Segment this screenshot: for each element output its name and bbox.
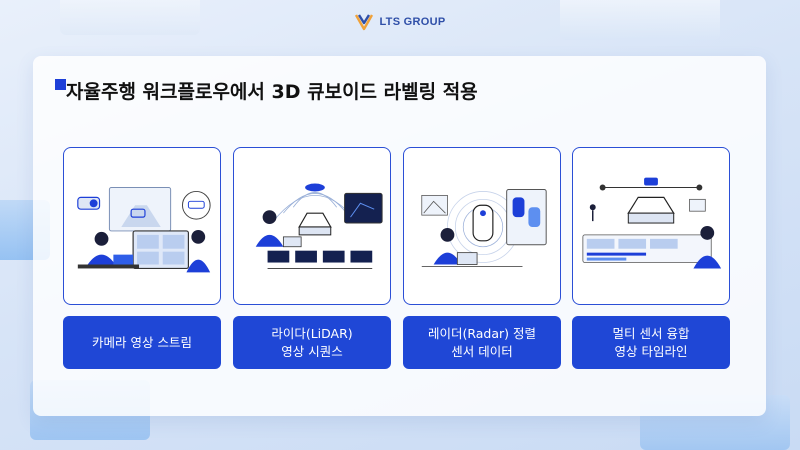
page-title: 자율주행 워크플로우에서 3D 큐보이드 라벨링 적용 — [66, 81, 478, 103]
camera-stream-illustration — [77, 187, 211, 273]
background-cube — [60, 0, 200, 35]
card-lidar-sequence — [233, 147, 391, 305]
card-camera-stream — [63, 147, 221, 305]
card-label-camera-stream: 카메라 영상 스트림 — [63, 316, 221, 369]
label-line: 레이더(Radar) 정렬 — [427, 325, 537, 341]
label-line: 카메라 영상 스트림 — [92, 334, 192, 350]
label-line: 멀티 센서 융합 — [612, 325, 690, 341]
logo-mark-icon — [355, 14, 374, 31]
card-label-radar-alignment: 레이더(Radar) 정렬 센서 데이터 — [403, 316, 561, 369]
sensor-fusion-illustration — [582, 177, 722, 269]
page-title-group: 자율주행 워크플로우에서 3D 큐보이드 라벨링 적용 — [55, 77, 478, 105]
brand-name: LTS GROUP — [379, 16, 446, 28]
lidar-sequence-illustration — [255, 183, 383, 269]
label-line: 영상 시퀀스 — [281, 343, 343, 359]
background-cube — [560, 0, 720, 40]
card-sensor-fusion — [572, 147, 730, 305]
label-line: 라이다(LiDAR) — [271, 325, 353, 341]
card-label-lidar-sequence: 라이다(LiDAR) 영상 시퀀스 — [233, 316, 391, 369]
brand-logo: LTS GROUP — [0, 13, 800, 31]
card-label-sensor-fusion: 멀티 센서 융합 영상 타임라인 — [572, 316, 730, 369]
title-marker-icon — [55, 79, 66, 90]
radar-alignment-illustration — [421, 188, 547, 267]
card-radar-alignment — [403, 147, 561, 305]
label-line: 센서 데이터 — [451, 343, 513, 359]
label-line: 영상 타임라인 — [614, 343, 688, 359]
